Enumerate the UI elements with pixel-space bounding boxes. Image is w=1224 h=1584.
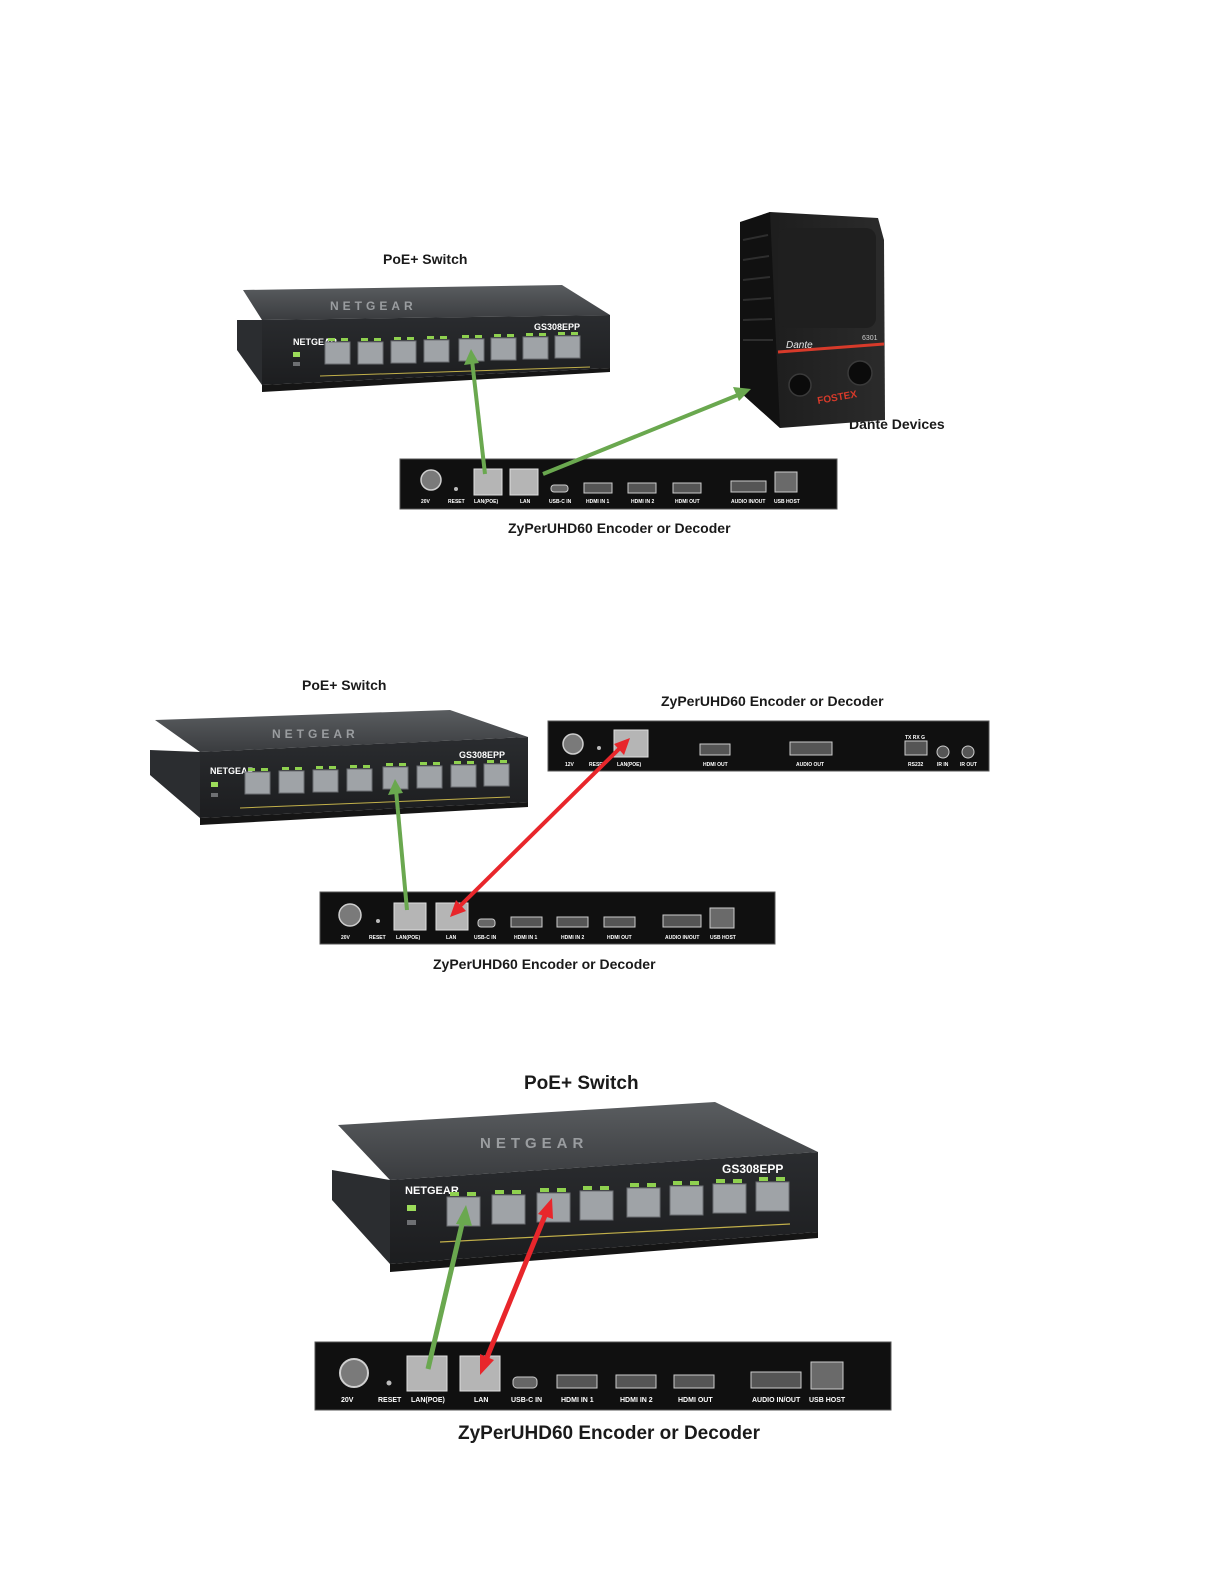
d2-enc-port-label: USB-C IN — [474, 935, 497, 941]
d1-port-label: HDMI OUT — [675, 499, 700, 505]
d1-switch-front-brand: NETGEAR — [293, 337, 338, 347]
d2-enc-port-label: USB HOST — [710, 935, 736, 941]
d1-port-label: HDMI IN 2 — [631, 499, 655, 505]
d1-encoder-caption: ZyPerUHD60 Encoder or Decoder — [508, 520, 731, 536]
d2-switch-front-brand: NETGEAR — [210, 766, 255, 776]
d3-switch-ports — [446, 1181, 790, 1227]
d3-switch-top-brand: NETGEAR — [480, 1135, 588, 1152]
d1-port-label: HDMI IN 1 — [586, 499, 610, 505]
d1-port-label: LAN — [520, 499, 531, 505]
d2-decoder-caption: ZyPerUHD60 Encoder or Decoder — [661, 693, 884, 709]
d2-encoder-panel: 20V RESET LAN(POE) LAN USB-C IN HDMI IN … — [319, 891, 776, 945]
d3-port-label: HDMI OUT — [678, 1397, 713, 1404]
d2-dec-port-label: IR IN — [937, 762, 949, 768]
d2-dec-port-label: LAN(POE) — [617, 762, 642, 768]
d2-switch-top-brand: NETGEAR — [272, 727, 359, 741]
d3-port-label: LAN — [474, 1397, 488, 1404]
d2-poe-switch: NETGEAR NETGEAR GS308EPP — [150, 710, 528, 825]
d3-port-label: USB-C IN — [511, 1397, 542, 1404]
d2-enc-port-label: HDMI IN 2 — [561, 935, 585, 941]
d1-port-label: AUDIO IN/OUT — [731, 499, 765, 505]
d2-switch-model: GS308EPP — [459, 750, 505, 760]
d1-port-label: USB HOST — [774, 499, 800, 505]
d3-port-label: RESET — [378, 1397, 402, 1404]
d2-enc-port-label: 20V — [341, 935, 351, 941]
d3-encoder-panel: 20V RESET LAN(POE) LAN USB-C IN HDMI IN … — [314, 1341, 892, 1411]
d2-dec-port-label: RESET — [589, 762, 606, 768]
d1-speaker-model: 6301 — [862, 335, 878, 342]
d2-dec-port-label: TX RX G — [905, 735, 925, 741]
d1-switch-ports — [324, 335, 581, 365]
d1-encoder-panel: 20V RESET LAN(POE) LAN USB-C IN HDMI IN … — [399, 458, 838, 510]
d3-port-label: HDMI IN 2 — [620, 1397, 653, 1404]
d1-poe-switch: NETGEAR NETGEAR GS308EPP — [237, 285, 610, 392]
d1-port-label: RESET — [448, 499, 465, 505]
d2-enc-port-label: LAN(POE) — [396, 935, 421, 941]
d1-switch-top-brand: NETGEAR — [330, 299, 417, 313]
d3-connections — [425, 1198, 553, 1375]
d3-port-label: LAN(POE) — [411, 1397, 445, 1404]
d3-port-label: AUDIO IN/OUT — [752, 1397, 801, 1404]
d2-encoder-caption: ZyPerUHD60 Encoder or Decoder — [433, 956, 656, 972]
d2-enc-port-label: RESET — [369, 935, 386, 941]
d2-enc-port-label: AUDIO IN/OUT — [665, 935, 699, 941]
d2-enc-port-label: LAN — [446, 935, 457, 941]
d2-decoder-panel: 12V RESET LAN(POE) HDMI OUT AUDIO OUT TX… — [547, 720, 990, 772]
d1-connections — [464, 349, 751, 476]
d3-port-label: USB HOST — [809, 1397, 846, 1404]
d2-connections — [388, 738, 630, 917]
d3-switch-caption: PoE+ Switch — [524, 1073, 639, 1094]
d1-switch-model: GS308EPP — [534, 322, 580, 332]
d1-speaker-logo: Dante — [786, 340, 813, 351]
d2-dec-port-label: RS232 — [908, 762, 924, 768]
d2-dec-port-label: 12V — [565, 762, 575, 768]
d2-enc-port-label: HDMI IN 1 — [514, 935, 538, 941]
d3-encoder-caption: ZyPerUHD60 Encoder or Decoder — [458, 1423, 760, 1444]
d2-switch-ports — [244, 763, 510, 795]
d1-port-label: LAN(POE) — [474, 499, 499, 505]
d2-dec-port-label: AUDIO OUT — [796, 762, 824, 768]
d3-port-label: HDMI IN 1 — [561, 1397, 594, 1404]
d3-switch-front-brand: NETGEAR — [405, 1185, 459, 1197]
d1-port-label: USB-C IN — [549, 499, 572, 505]
d1-port-label: 20V — [421, 499, 431, 505]
d2-enc-port-label: HDMI OUT — [607, 935, 632, 941]
d2-dec-port-label: HDMI OUT — [703, 762, 728, 768]
d1-dante-speaker: Dante 6301 FOSTEX — [740, 212, 885, 428]
d1-switch-caption: PoE+ Switch — [383, 251, 468, 267]
d2-dec-port-label: IR OUT — [960, 762, 977, 768]
d3-poe-switch: NETGEAR NETGEAR GS308EPP — [332, 1102, 818, 1272]
d3-port-label: 20V — [341, 1397, 354, 1404]
d3-switch-model: GS308EPP — [722, 1162, 783, 1176]
d2-switch-caption: PoE+ Switch — [302, 677, 387, 693]
